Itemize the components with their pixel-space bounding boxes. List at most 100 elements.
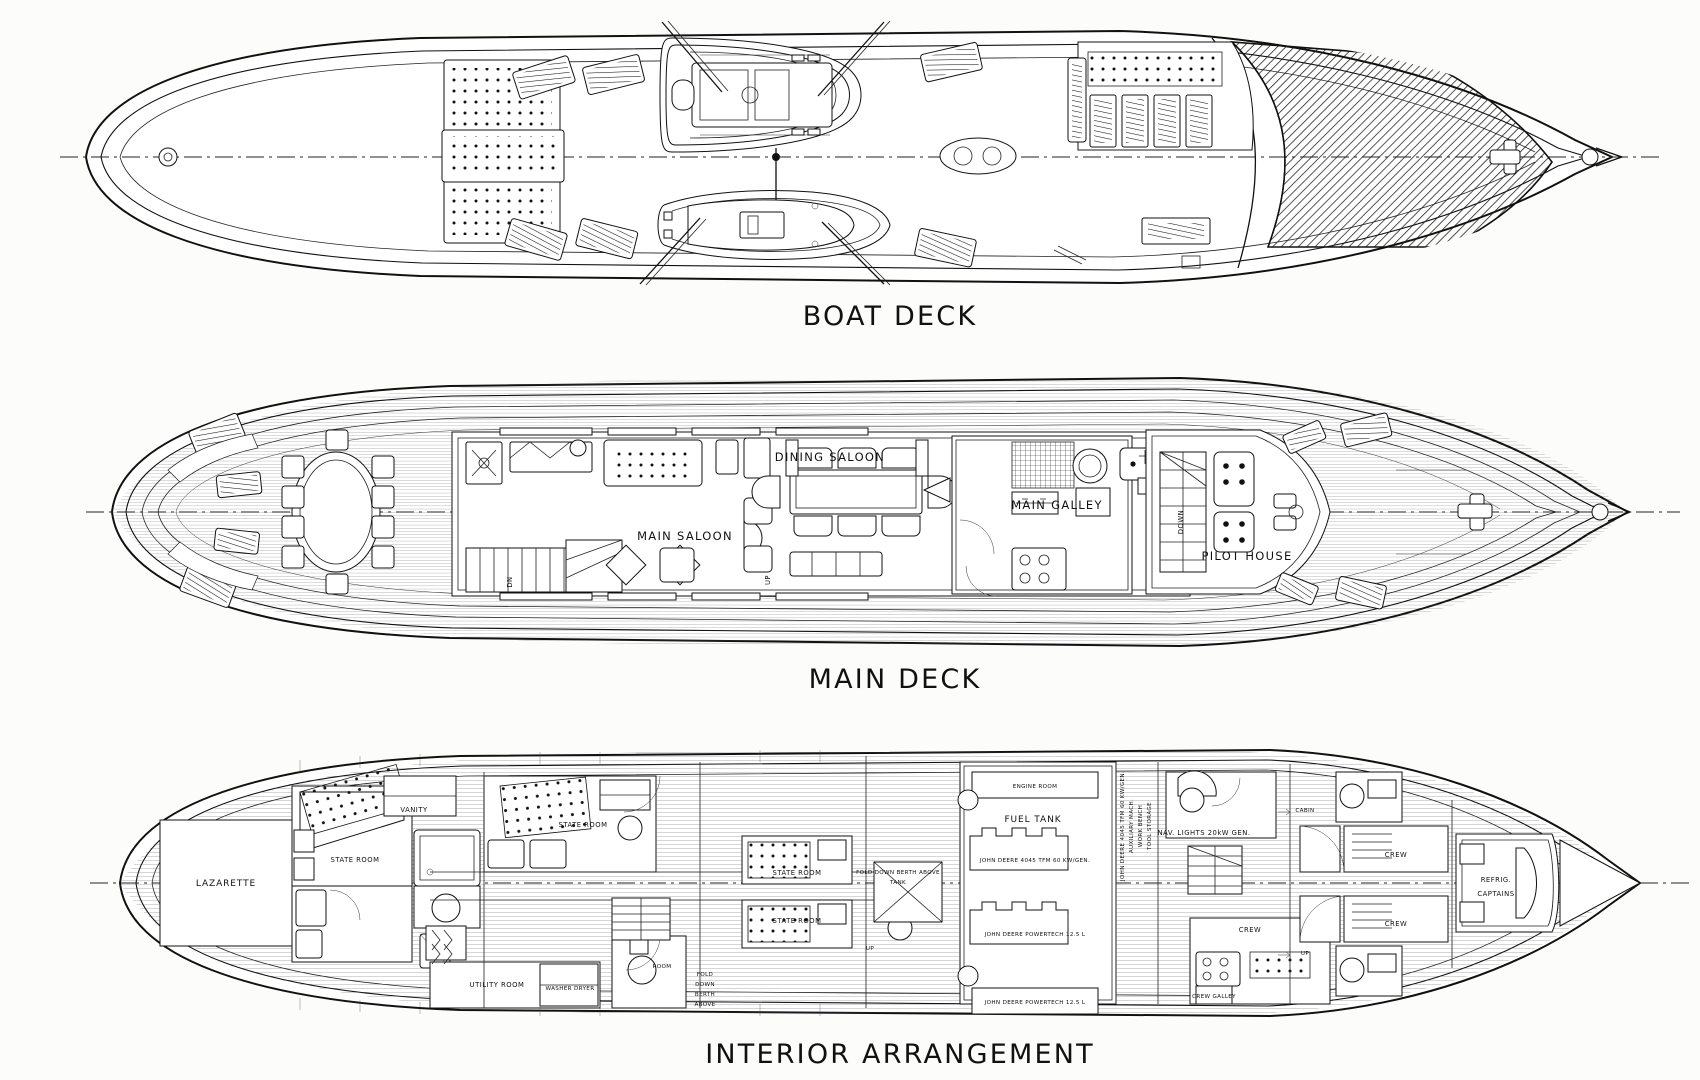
room-state-room-3 (741, 835, 853, 885)
label-fold-down-berth-3: BERTH (695, 992, 715, 998)
davit-arm-upper-left-b (667, 20, 729, 92)
tie-point (772, 153, 780, 161)
stairs-mid (611, 897, 671, 941)
label-auxiliary-mach: JOHN DEERE 4045 TFM 60 KW/GEN. (1120, 771, 1126, 882)
label-utility-room: UTILITY ROOM (470, 981, 525, 989)
main-saloon-furniture (465, 437, 773, 593)
main-deck-stern-fitting (1607, 502, 1632, 522)
label-nav-lights-gen: TOOL STORAGE (1147, 802, 1153, 851)
aft-coaming-port (167, 433, 259, 483)
tender-boat-lower (657, 190, 891, 260)
label-genset-fwd: ENGINE ROOM (1013, 784, 1058, 790)
label-crew-3: CREW (1385, 920, 1407, 928)
label-fuel-tank: FOLD DOWN BERTH ABOVE (856, 870, 940, 876)
tender-rib-upper (659, 37, 862, 153)
label-up-2: UP (1301, 951, 1309, 957)
label-main-galley: MAIN GALLEY (1011, 498, 1103, 512)
aft-lounger-2 (215, 471, 263, 499)
pilot-house-area (1145, 429, 1331, 595)
boat-deck-cocktail-table (939, 137, 1017, 175)
interior-title: INTERIOR ARRANGEMENT (705, 1039, 1095, 1070)
main-deck-stern-ring (1591, 503, 1609, 521)
room-state-room-4 (741, 899, 913, 949)
main-deck-label-up: UP (764, 575, 772, 585)
sun-lounger (575, 218, 639, 260)
deck-boat-deck: BOAT DECK (60, 20, 1660, 332)
aft-coaming-stbd (167, 541, 259, 591)
davit-arm-lower-left (639, 217, 701, 285)
label-captains-cabin-2: CAPTAINS (1477, 890, 1514, 898)
deck-interior-arrangement: LAZARETTE STATE ROOM (90, 748, 1690, 1070)
label-vanity: VANITY (400, 806, 428, 814)
aft-hatch-edge (1231, 41, 1286, 248)
up-arrow-2 (1278, 951, 1291, 959)
room-lazarette (159, 819, 293, 947)
label-state-room-2: STATE ROOM (559, 821, 608, 829)
sun-lounger (914, 228, 977, 268)
label-crew-1: NAV. LIGHTS 20kW GEN. (1158, 829, 1251, 837)
sun-lounger (512, 55, 576, 100)
label-fold-down-berth-4: ABOVE (695, 1002, 716, 1008)
boat-deck-aft-structure (1067, 41, 1254, 151)
dining-chairs-bottom (793, 515, 921, 537)
room-state-room-2 (483, 775, 661, 873)
stairs-crew (1187, 845, 1243, 895)
label-dining-saloon: DINING SALOON (775, 450, 885, 464)
davit-arm-lower-right-b (827, 222, 891, 286)
label-captains-cabin: REFRIG. (1481, 876, 1512, 884)
label-up-3: UP (866, 946, 874, 952)
sun-lounger (504, 218, 568, 261)
sun-lounger (920, 42, 983, 83)
label-main-engine-port: JOHN DEERE 4045 TFM 60 KW/GEN. (979, 858, 1090, 864)
label-engine-room: FUEL TANK (1004, 815, 1061, 825)
aft-lounger-3 (213, 527, 260, 555)
fuel-tank (873, 861, 943, 923)
label-tool-storage: WORK BENCH (1138, 805, 1144, 847)
foredeck-details (1274, 412, 1493, 610)
bow-wedge (1559, 839, 1642, 927)
label-state-room-4: STATE ROOM (773, 917, 822, 925)
label-genset-aft: JOHN DEERE POWERTECH 12.5 L (984, 1000, 1086, 1006)
main-deck-label-dn: DN (506, 576, 514, 587)
stern-ring (1581, 148, 1599, 166)
label-fold-down-berth-2: DOWN (695, 982, 715, 988)
label-state-room-aft: STATE ROOM (331, 856, 380, 864)
table-seat-b (982, 146, 1002, 166)
davit-arm-lower-right (821, 221, 885, 285)
room-engine (957, 761, 1117, 1015)
sun-lounger-group (504, 42, 983, 268)
room-small-head (611, 935, 687, 1009)
label-crew-2: CREW (1385, 851, 1407, 859)
bow-fitting (158, 147, 178, 167)
label-work-bench: AUXILIARY MACH. (1129, 799, 1135, 853)
boat-deck-title: BOAT DECK (803, 301, 977, 332)
label-refrig: CREW GALLEY (1192, 994, 1236, 1000)
label-washer-dryer: WASHER DRYER (546, 986, 595, 992)
room-crew-2 (1299, 825, 1449, 873)
label-up-1: CABIN (1295, 808, 1314, 814)
crew-heads (1335, 771, 1403, 997)
stern-bollard-2 (1489, 149, 1521, 165)
room-crew-1 (1165, 770, 1277, 839)
deck-main-deck: DN UP DOWN MAIN SALOON DINING SALOON MAI… (86, 376, 1680, 695)
aft-deck-locker-hatch (1148, 223, 1204, 239)
label-fuel-tank-2: TANK (889, 880, 906, 886)
deckhouse-windows (499, 427, 869, 601)
bow-fitting-inner (163, 152, 173, 162)
label-state-room-3: STATE ROOM (773, 869, 822, 877)
aft-small-hatch (1181, 255, 1201, 269)
label-main-engine-stbd: JOHN DEERE POWERTECH 12.5 L (984, 932, 1086, 938)
label-fold-down-berth: FOLD (697, 972, 713, 978)
room-crew-3 (1299, 895, 1449, 943)
sun-lounger (582, 54, 645, 96)
dining-saloon-furniture (751, 439, 957, 577)
room-utility (425, 925, 601, 1009)
main-deck-title: MAIN DECK (809, 664, 982, 695)
up-arrow-1 (1278, 808, 1291, 816)
label-pilot-house: PILOT HOUSE (1201, 549, 1292, 563)
aft-detail-line (1053, 245, 1087, 265)
room-state-room-aft (291, 763, 413, 963)
davit-arm-lower-left-b (645, 218, 707, 286)
frame-ticks (299, 750, 821, 1016)
